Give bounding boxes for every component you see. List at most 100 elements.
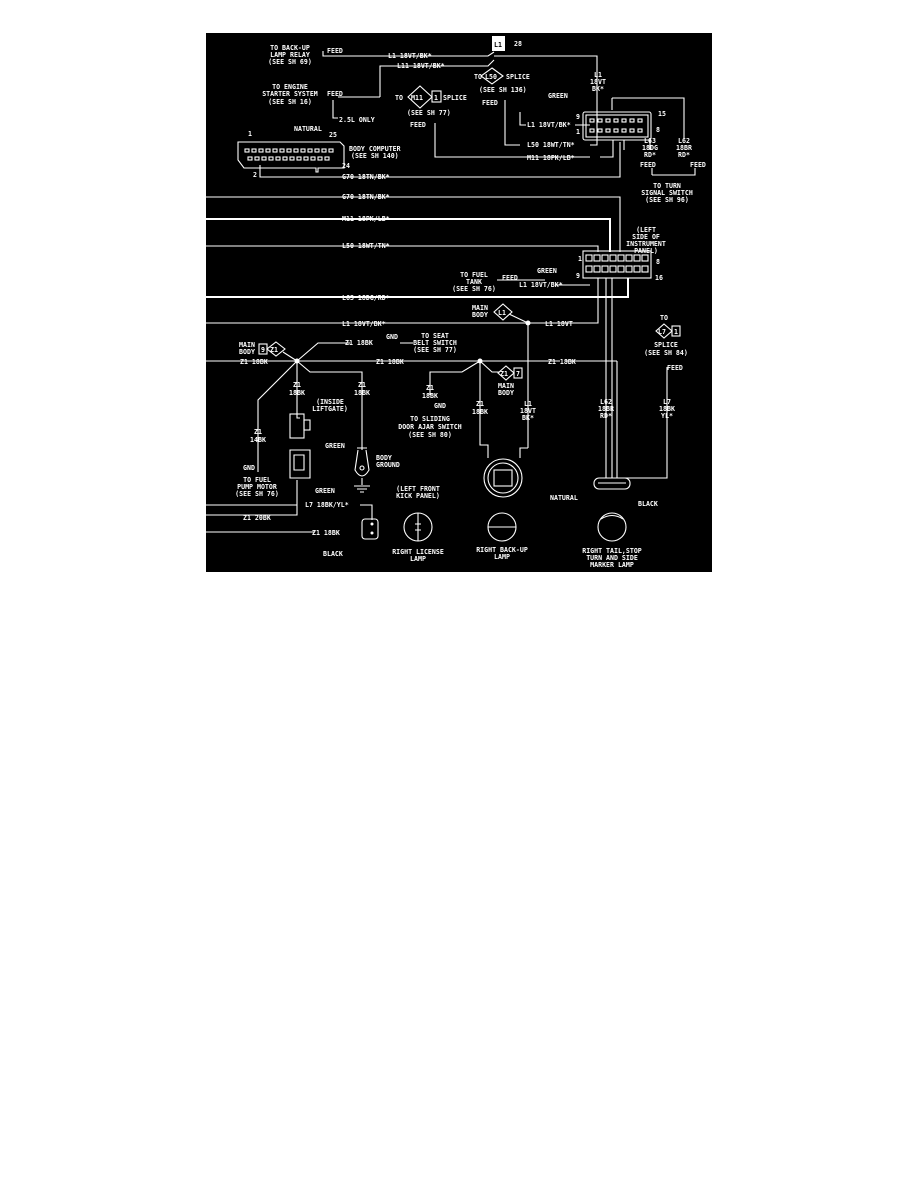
connector-pin xyxy=(625,265,633,273)
connector-pin xyxy=(609,254,617,262)
wire-label: Z1 20BK xyxy=(243,514,271,522)
label: 8 xyxy=(656,258,660,266)
connector-pin xyxy=(321,148,327,153)
connector-pin xyxy=(613,128,619,133)
license-connector xyxy=(361,518,379,540)
body-computer-connector xyxy=(237,141,345,173)
label: (LEFT xyxy=(636,226,656,234)
label: TO xyxy=(660,314,668,322)
label: 18BK xyxy=(422,392,438,400)
label: 14BK xyxy=(250,436,266,444)
label: L62 xyxy=(600,398,612,406)
label: BODY xyxy=(472,311,488,319)
label: NATURAL xyxy=(550,494,578,502)
label: BODY xyxy=(498,389,514,397)
connector-pin xyxy=(265,148,271,153)
connector-pin xyxy=(613,118,619,123)
label: GND xyxy=(386,333,398,341)
label: RD* xyxy=(600,412,612,420)
label: BODY xyxy=(239,348,255,356)
wire-label: L1 18VT/BK* xyxy=(342,320,386,328)
label: 7 xyxy=(516,370,520,378)
connector-pin xyxy=(310,156,316,161)
label: SPLICE xyxy=(443,94,467,102)
label: BK* xyxy=(592,85,604,93)
connector-pin xyxy=(633,265,641,273)
label: Z1 xyxy=(270,346,278,354)
label: PUMP MOTOR xyxy=(237,483,277,491)
connector-pin xyxy=(258,148,264,153)
label: LAMP RELAY xyxy=(270,51,310,59)
label: 18DG xyxy=(642,144,658,152)
label: TO BACK-UP xyxy=(270,44,310,52)
connector-pin xyxy=(314,148,320,153)
connector-pin xyxy=(328,148,334,153)
label: BODY COMPUTER xyxy=(349,145,401,153)
connector-pin xyxy=(605,128,611,133)
label: TO xyxy=(395,94,403,102)
label: TO ENGINE xyxy=(272,83,308,91)
label: FEED xyxy=(327,47,343,55)
label: L7 xyxy=(663,398,671,406)
label: 18BR xyxy=(676,144,692,152)
label: 18BK xyxy=(289,389,305,397)
lamp-symbols xyxy=(403,512,627,542)
label: GREEN xyxy=(548,92,568,100)
label: GROUND xyxy=(376,461,400,469)
connector-pin xyxy=(601,254,609,262)
label: TANK xyxy=(466,278,482,286)
label: FEED xyxy=(502,274,518,282)
connector-pin xyxy=(637,128,643,133)
label: L62 xyxy=(678,137,690,145)
connector-pin xyxy=(254,156,260,161)
wire-label: Z1 18BK xyxy=(345,339,373,347)
label: NATURAL xyxy=(294,125,322,133)
label: L1 xyxy=(594,71,602,79)
wire-label: Z1 18BK xyxy=(240,358,268,366)
label: INSTRUMENT xyxy=(626,240,666,248)
connector-pin xyxy=(621,128,627,133)
connector-pin xyxy=(324,156,330,161)
label: 1 xyxy=(248,130,252,138)
label: FEED xyxy=(667,364,683,372)
label: LAMP xyxy=(494,553,510,561)
body-ground-lamp xyxy=(354,447,370,493)
label: TO TURN xyxy=(653,182,681,190)
label: BLACK xyxy=(638,500,658,508)
label: (INSIDE xyxy=(316,398,344,406)
label: RD* xyxy=(678,151,690,159)
label: GND xyxy=(434,402,446,410)
diagram-background xyxy=(206,33,712,572)
label: 18BK xyxy=(472,408,488,416)
connector-15-pin xyxy=(582,111,652,141)
label: (SEE SH 84) xyxy=(644,349,688,357)
label: TO SLIDING xyxy=(410,415,450,423)
label: 9 xyxy=(576,272,580,280)
connector-pin xyxy=(244,148,250,153)
connector-pin xyxy=(625,254,633,262)
wire-label: G70 18TN/BK* xyxy=(342,193,390,201)
connector-pin xyxy=(261,156,267,161)
label: MAIN xyxy=(472,304,488,312)
label: 1 xyxy=(576,128,580,136)
label: (SEE SH 16) xyxy=(268,98,312,106)
connector-pin xyxy=(293,148,299,153)
label: 1 xyxy=(578,255,582,263)
connector-pin xyxy=(282,156,288,161)
liftgate-connector xyxy=(289,413,311,479)
label: GREEN xyxy=(315,487,335,495)
connector-pin xyxy=(593,254,601,262)
label: (SEE SH 69) xyxy=(268,58,312,66)
connector-pin xyxy=(633,254,641,262)
label: Z1 xyxy=(426,384,434,392)
label: 18VT xyxy=(590,78,606,86)
label: 1 xyxy=(674,328,678,336)
connector-pin xyxy=(617,265,625,273)
label: 8 xyxy=(656,126,660,134)
connector-pin xyxy=(601,265,609,273)
label: (SEE SH 77) xyxy=(407,109,451,117)
connector-pin xyxy=(641,265,649,273)
backup-lamp-socket xyxy=(483,458,523,498)
label: GND xyxy=(243,464,255,472)
label: GREEN xyxy=(325,442,345,450)
